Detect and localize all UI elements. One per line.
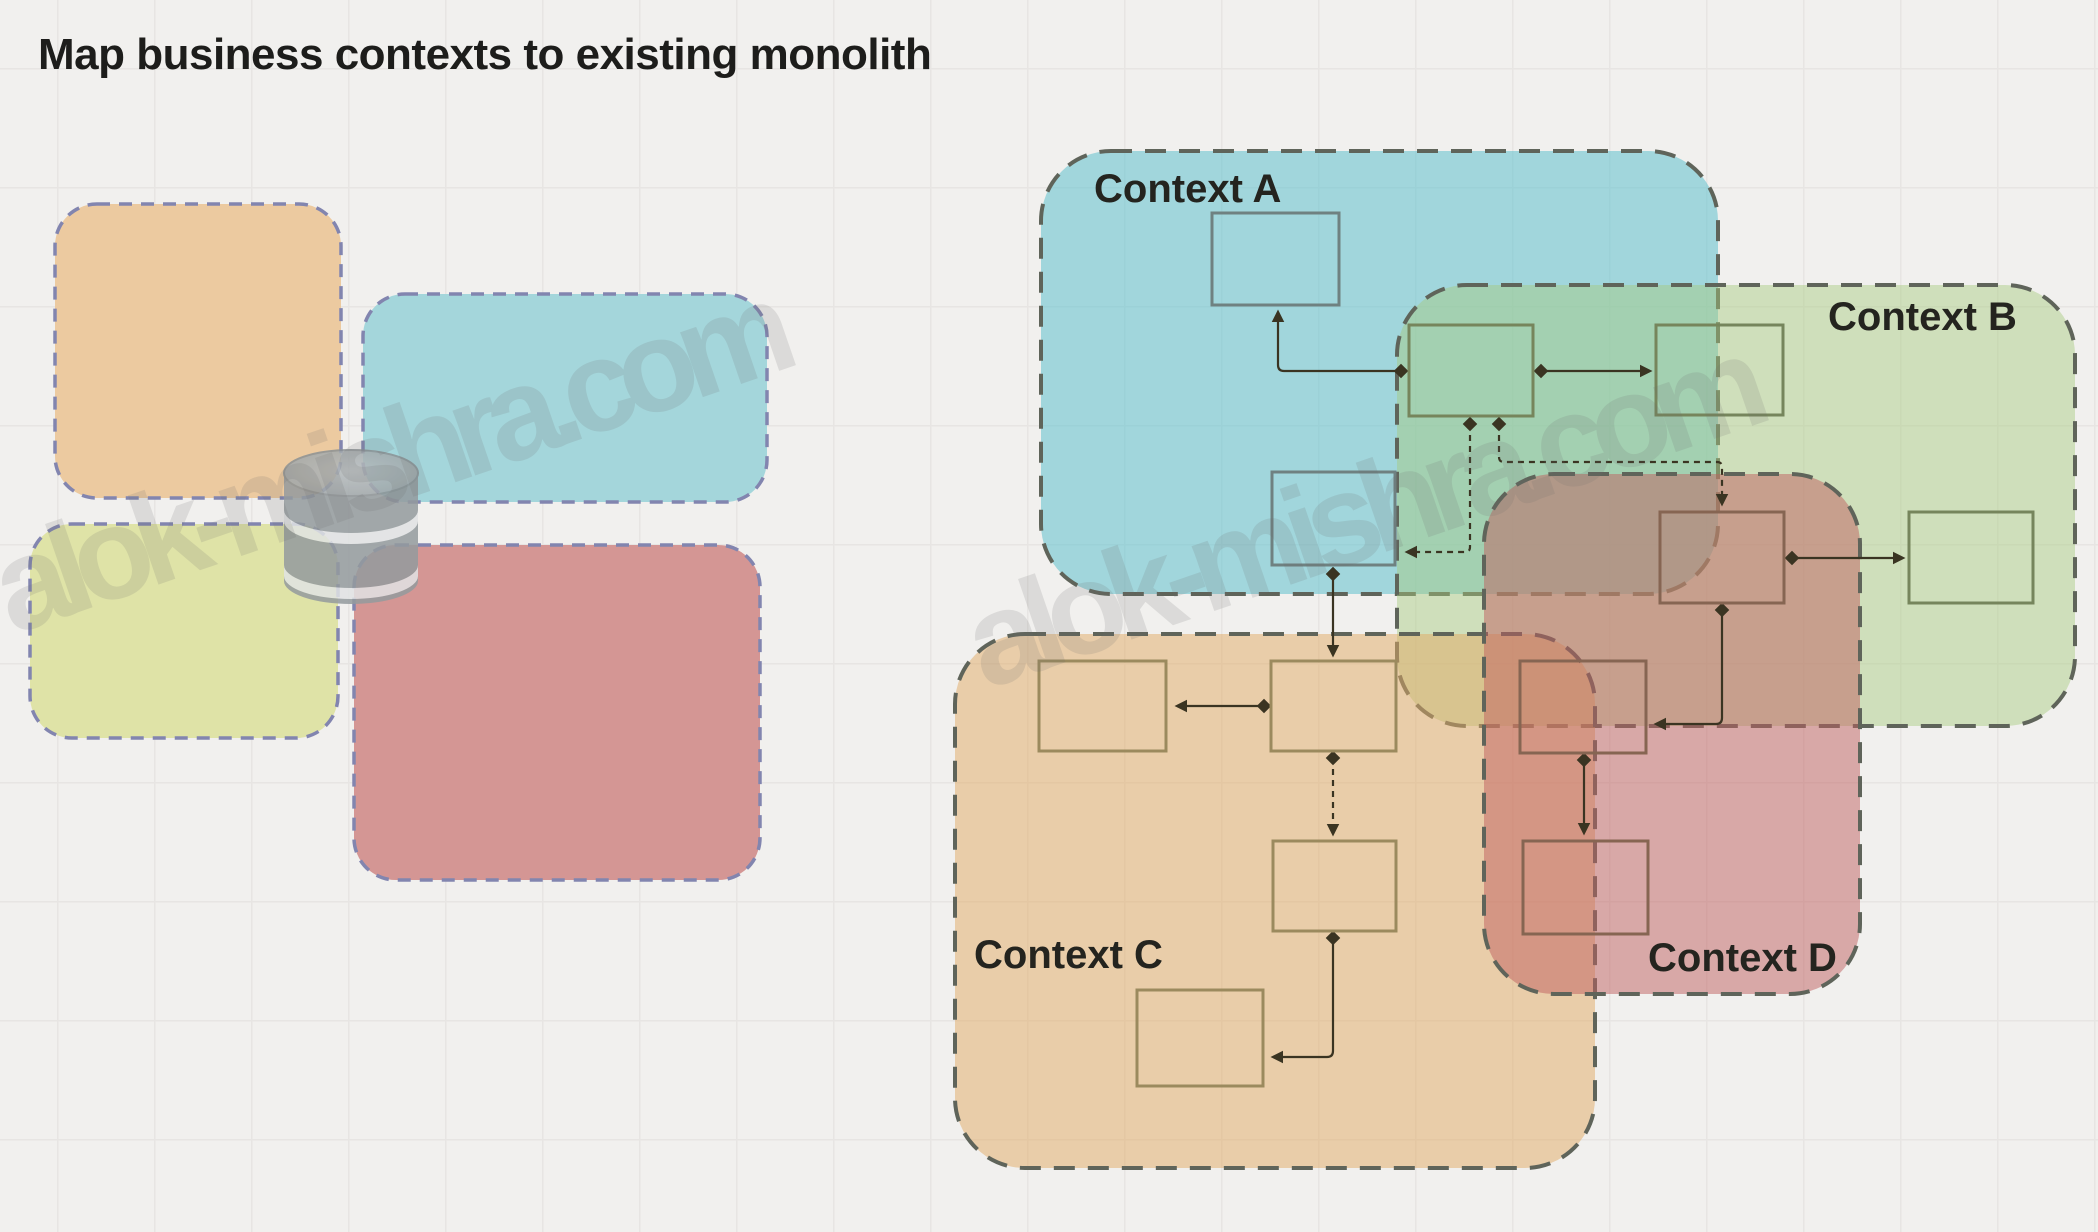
context-b-box-2 [1654,323,1785,417]
context-boxes [1037,211,2035,1088]
context-c-box-4 [1135,988,1265,1088]
database-band-2 [284,565,418,599]
connector-b1-to-a1 [1271,309,1409,379]
database-top [283,449,419,497]
connector-b1-to-a2 [1404,416,1478,559]
monolith-modules [28,202,769,882]
monolith-module-2 [361,292,769,504]
context-c-box-3 [1271,839,1398,933]
context-d-box-1 [1658,510,1786,605]
connectors [1174,309,1906,1064]
context-d-region [1482,472,1862,996]
context-d-label: Context D [1648,936,1837,980]
database-icon [283,449,419,604]
monolith-module-3 [28,522,340,740]
connector-c3-to-c4 [1270,930,1341,1064]
page-title: Map business contexts to existing monoli… [38,30,932,79]
context-c-region [953,632,1597,1170]
connector-b1-to-d1 [1491,416,1729,507]
context-d-box-3 [1521,839,1650,936]
context-a-box-1 [1210,211,1341,307]
context-b-box-1 [1407,323,1535,418]
context-a-label: Context A [1094,167,1281,211]
monolith-module-1 [53,202,343,500]
connector-d1-to-d2 [1653,602,1730,731]
context-b-label: Context B [1828,295,2017,339]
monolith-module-4 [352,543,762,882]
context-c-label: Context C [974,933,1163,977]
context-d-box-2 [1518,659,1648,755]
context-b-box-3 [1907,510,2035,605]
database-band-1 [284,510,418,544]
context-c-box-2 [1037,659,1168,753]
context-c-box-1 [1269,659,1398,753]
context-a-box-2 [1270,470,1397,567]
